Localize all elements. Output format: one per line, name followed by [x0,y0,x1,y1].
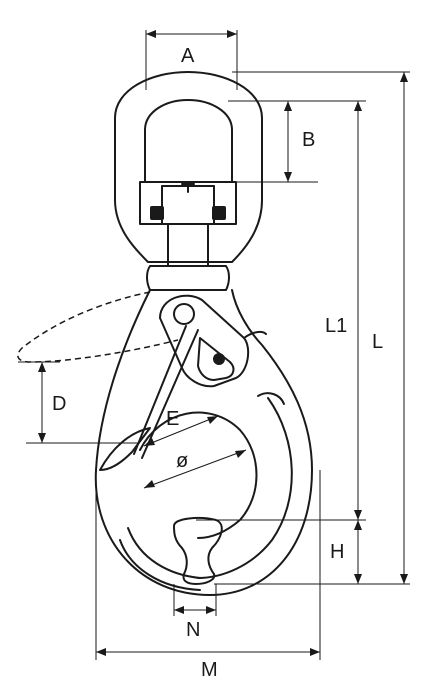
dim-L1-arrow-bottom [354,510,362,520]
label-H: H [330,541,344,563]
dim-A-arrow-left [146,30,156,38]
swivel-pin [181,183,195,193]
dimension-B: B [228,100,318,183]
dim-N-arrow-left [174,606,184,614]
dimension-M: M [95,470,321,681]
hook-body [94,289,313,596]
hook-groove-edge [257,392,285,405]
swivel-shank [167,223,209,267]
hook-lower-slot [119,527,201,591]
label-L1: L1 [325,315,347,337]
dim-L-arrow-top [400,72,408,82]
hook-throat [139,411,258,539]
dim-H-arrow-top [354,520,362,530]
dim-D-arrow-top [38,362,46,372]
dim-D-arrow-bottom [38,433,46,443]
bearing-pad-left [150,206,164,220]
dim-B-arrow-top [284,101,292,111]
label-B: B [302,129,315,151]
load-section-shape [173,517,223,585]
dimension-E: E [143,408,219,447]
dim-B-arrow-bottom [284,172,292,182]
label-D: D [52,393,66,415]
dimension-H: H [330,520,362,584]
dim-E-line [143,415,219,447]
dim-E-arrow-left [144,438,155,446]
dim-M-arrow-right [310,648,320,656]
swivel-collar [146,265,230,291]
latch-pivot [173,303,195,325]
dim-L1-arrow-top [354,101,362,111]
swivel-eye-inner [144,99,233,183]
latch-tongue [133,325,199,459]
dimension-L: L [214,71,410,585]
dim-N-arrow-right [206,606,216,614]
label-diameter: ø [176,450,188,472]
hook-outer [94,289,313,596]
dim-E-arrow-right [207,416,218,424]
label-L: L [372,331,383,353]
latch-open-outline [17,291,179,363]
latch-trigger [243,330,267,339]
dim-diameter-arrow-right [235,450,246,458]
dim-L-arrow-bottom [400,574,408,584]
label-M: M [201,659,218,681]
dimension-D: D [18,361,138,444]
label-E: E [166,408,179,430]
swivel-eye [114,71,263,291]
dimension-N: N [173,584,217,641]
dimension-A: A [145,30,238,90]
latch-body [159,294,250,388]
dim-M-arrow-left [96,648,106,656]
swivel-eye-outer [114,71,263,263]
dim-diameter-line [143,449,247,489]
load-cross-section [173,517,223,585]
latch-slot [197,337,235,381]
dim-A-arrow-right [227,30,237,38]
hook-groove [197,397,293,579]
safety-latch [133,294,267,459]
bearing-pad-right [212,206,226,220]
dimension-diameter: ø [143,449,247,489]
latch-open-position [17,291,179,363]
hook-tip [99,427,151,471]
label-A: A [181,45,195,67]
label-N: N [186,619,200,641]
dimension-L1: L1 [196,100,366,521]
latch-rivet [213,353,225,365]
dim-diameter-arrow-left [144,480,155,488]
dim-H-arrow-bottom [354,574,362,584]
